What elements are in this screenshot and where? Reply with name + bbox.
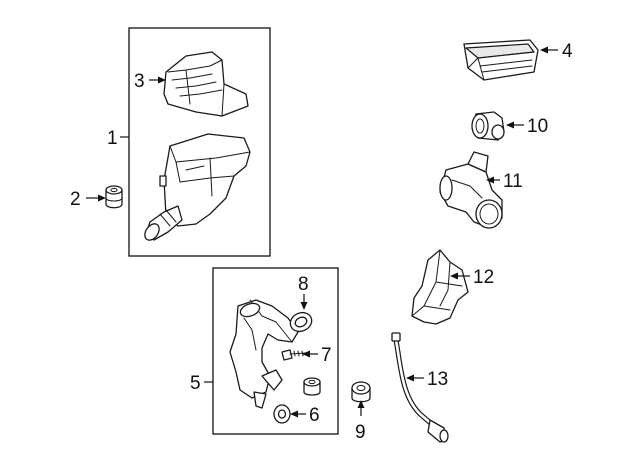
arrow-4 [540, 46, 548, 54]
arrow-7 [302, 350, 310, 358]
arrow-9 [357, 400, 365, 408]
callout-4: 4 [562, 41, 573, 62]
upper-cover-part[interactable] [163, 51, 249, 117]
duct-elbow-part[interactable] [439, 151, 503, 229]
air-cleaner-housing-part[interactable] [142, 133, 251, 243]
callout-10: 10 [527, 116, 548, 137]
grommet-large-part[interactable] [351, 381, 371, 403]
o-ring-part[interactable] [287, 309, 315, 335]
arrow-3 [158, 76, 166, 84]
washer-part[interactable] [273, 404, 291, 424]
coupler-part[interactable] [471, 111, 505, 141]
callout-5: 5 [190, 373, 201, 394]
arrow-12 [450, 272, 458, 280]
arrow-8 [300, 302, 308, 310]
callout-6: 6 [309, 405, 320, 426]
callout-3: 3 [134, 71, 145, 92]
vent-tube-part[interactable] [391, 332, 449, 443]
arrow-13 [406, 374, 414, 382]
callout-2: 2 [70, 189, 81, 210]
resonator-part[interactable] [411, 249, 469, 325]
assembly-frame-1 [128, 27, 271, 257]
callout-12: 12 [473, 267, 494, 288]
assembly-frame-5 [212, 267, 339, 435]
air-filter-part[interactable] [463, 39, 539, 81]
small-grommet-part[interactable] [303, 377, 321, 396]
arrow-2 [98, 194, 106, 202]
callout-7: 7 [321, 345, 332, 366]
callout-11: 11 [503, 171, 523, 192]
callout-13: 13 [427, 369, 448, 390]
arrow-10 [506, 121, 514, 129]
bolt-part[interactable] [281, 349, 307, 361]
arrow-11 [486, 176, 494, 184]
arrow-6 [290, 410, 298, 418]
grommet-part[interactable] [105, 185, 123, 209]
callout-1: 1 [107, 128, 118, 149]
callout-9: 9 [355, 422, 366, 443]
outlet-duct-part[interactable] [229, 299, 299, 409]
callout-8: 8 [298, 274, 309, 295]
